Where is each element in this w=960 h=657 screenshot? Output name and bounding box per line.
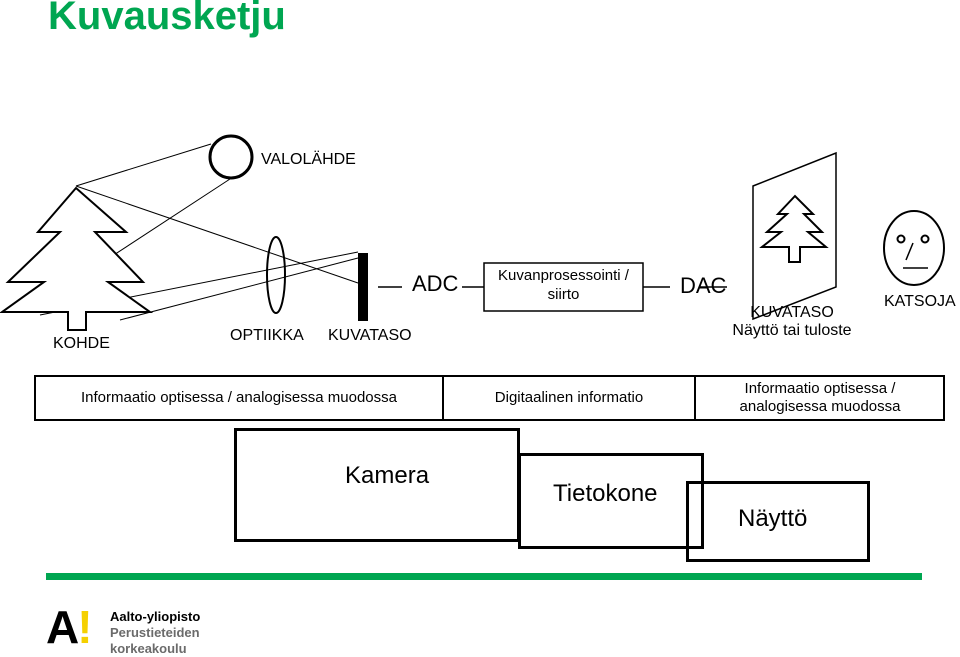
- info-cell-analog-2: Informaatio optisessa / analogisessa muo…: [739, 380, 901, 415]
- display-tree-icon: [759, 194, 829, 263]
- viewer-face-icon: [883, 210, 945, 286]
- info-cell-analog-1: Informaatio optisessa / analogisessa muo…: [80, 389, 397, 406]
- info-bar: [34, 375, 945, 421]
- processing-label: Kuvanprosessointi / siirto: [498, 267, 629, 303]
- display-box: [686, 481, 870, 562]
- info-cell-digital: Digitaalinen informatio: [494, 389, 644, 406]
- computer-box: [518, 453, 704, 549]
- object-label: KOHDE: [53, 335, 110, 352]
- computer-label: Tietokone: [553, 480, 658, 507]
- logo-line-university: Aalto-yliopisto: [110, 609, 201, 624]
- info-divider: [694, 376, 696, 420]
- info-divider: [442, 376, 444, 420]
- aalto-logo-icon: A!: [46, 601, 93, 653]
- dac-label: DAC: [680, 273, 727, 298]
- display-plane-label: KUVATASO Näyttö tai tuloste: [732, 304, 852, 339]
- processing-box: [483, 262, 644, 312]
- adc-label: ADC: [412, 271, 459, 296]
- display-label: Näyttö: [738, 505, 808, 532]
- object-tree-icon: [0, 186, 154, 331]
- brand-divider: [46, 573, 922, 580]
- viewer-label: KATSOJA: [884, 293, 956, 310]
- logo-text: Aalto-yliopisto Perustieteiden korkeakou…: [110, 609, 200, 657]
- optics-label: OPTIIKKA: [230, 327, 304, 344]
- light-source-circle: [208, 134, 254, 180]
- logo-line-school-2: korkeakoulu: [110, 641, 187, 656]
- lens-ellipse: [266, 236, 286, 314]
- logo-line-school-1: Perustieteiden: [110, 625, 200, 640]
- sensor-label: KUVATASO: [328, 327, 412, 344]
- light-source-label: VALOLÄHDE: [261, 151, 356, 168]
- page-title: Kuvausketju: [48, 0, 286, 38]
- camera-label: Kamera: [345, 462, 430, 489]
- sensor-bar: [358, 253, 368, 321]
- light-rays: [39, 143, 359, 321]
